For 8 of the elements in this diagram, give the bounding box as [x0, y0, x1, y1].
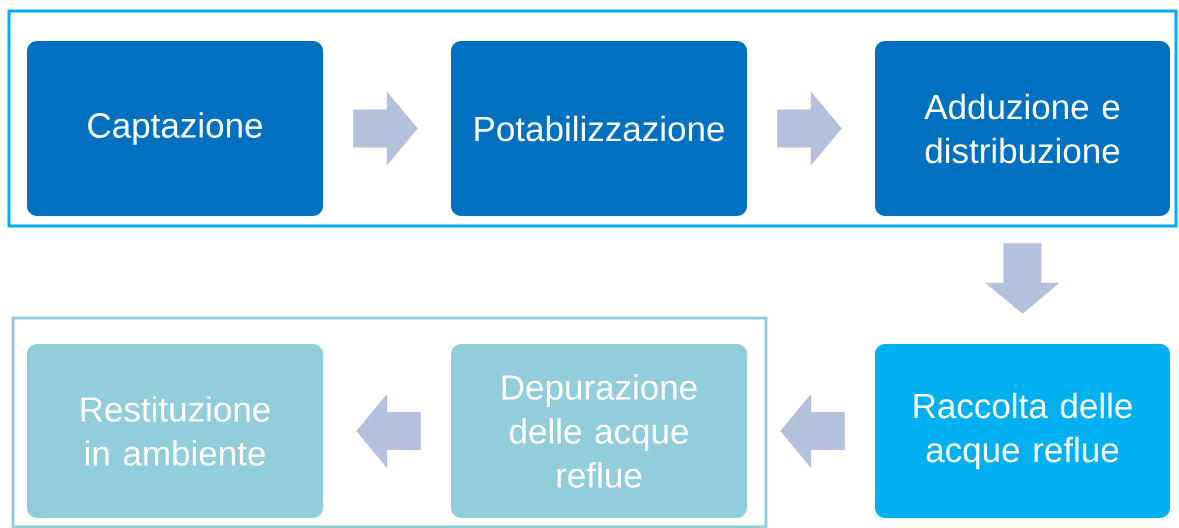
process-box: Potabilizzazione: [451, 41, 747, 216]
group-frame: [11, 316, 768, 528]
process-box: Restituzione in ambiente: [27, 344, 323, 518]
process-box: Raccolta delle acque reflue: [875, 344, 1170, 518]
group-frame: [7, 9, 1178, 228]
process-box: Adduzione e distribuzione: [875, 41, 1170, 216]
process-box: Captazione: [27, 41, 323, 216]
process-box: Depurazione delle acque reflue: [451, 344, 747, 518]
